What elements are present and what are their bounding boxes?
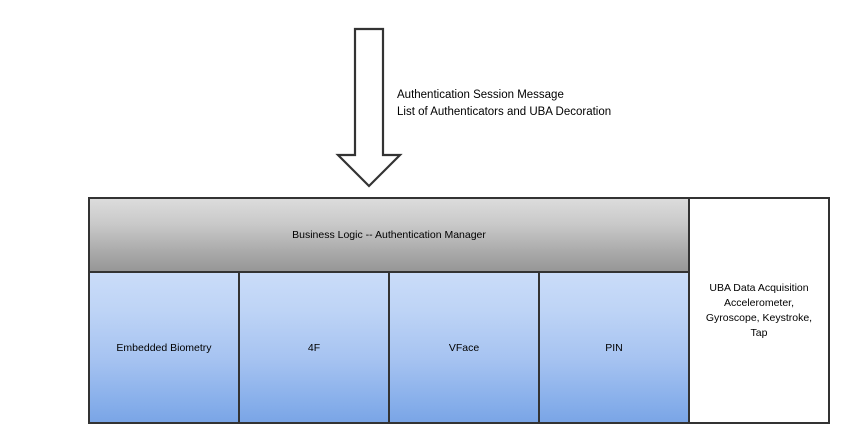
uba-data-acquisition-panel: UBA Data Acquisition Accelerometer, Gyro… xyxy=(690,199,828,422)
flow-arrow xyxy=(335,24,405,192)
authentication-stack-column: Business Logic -- Authentication Manager… xyxy=(90,199,690,422)
annotation-line-2: List of Authenticators and UBA Decoratio… xyxy=(397,106,612,118)
uba-label-line-3: Gyroscope, Keystroke, xyxy=(705,311,813,324)
authenticator-embedded-biometry: Embedded Biometry xyxy=(90,273,240,422)
authenticator-4f: 4F xyxy=(240,273,390,422)
authenticator-label: 4F xyxy=(307,341,321,354)
authenticator-pin: PIN xyxy=(540,273,688,422)
authenticator-label: Embedded Biometry xyxy=(116,341,212,354)
annotation-line-1: Authentication Session Message xyxy=(397,89,564,101)
authenticator-vface: VFace xyxy=(390,273,540,422)
uba-label-line-1: UBA Data Acquisition xyxy=(709,281,809,294)
uba-label-line-4: Tap xyxy=(750,326,768,339)
business-logic-bar: Business Logic -- Authentication Manager xyxy=(90,199,688,273)
uba-panel-label: UBA Data Acquisition Accelerometer, Gyro… xyxy=(706,281,812,341)
arrow-annotation: Authentication Session Message List of A… xyxy=(397,87,611,121)
down-block-arrow-icon xyxy=(335,27,403,188)
business-logic-bar-label: Business Logic -- Authentication Manager xyxy=(292,229,486,241)
authenticator-row: Embedded Biometry 4F VFace PIN xyxy=(90,273,688,422)
system-box: Business Logic -- Authentication Manager… xyxy=(88,197,830,424)
uba-label-line-2: Accelerometer, xyxy=(723,296,795,309)
authenticator-label: PIN xyxy=(605,341,623,354)
authenticator-label: VFace xyxy=(448,341,480,354)
